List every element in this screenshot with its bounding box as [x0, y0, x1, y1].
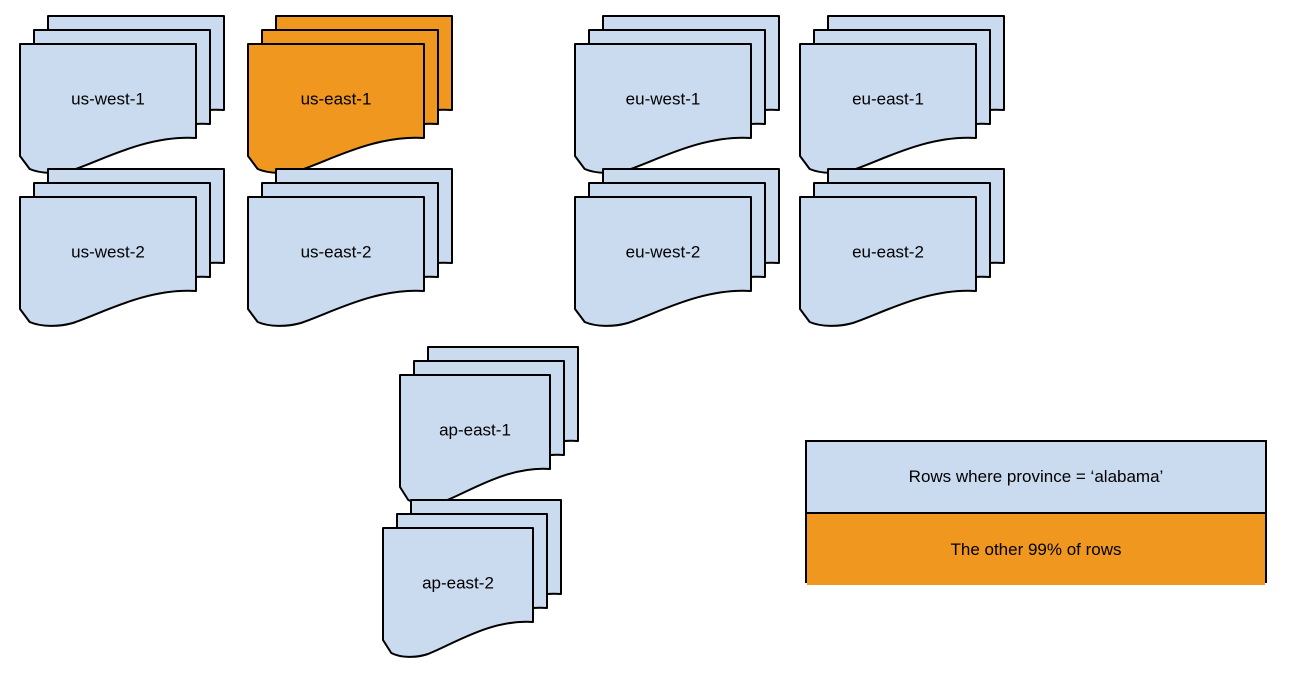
document-stack-graphic-us-east-2: us-east-2 — [247, 168, 453, 327]
document-sheet-eu-west-2-3 — [574, 196, 752, 327]
document-stack-graphic-eu-east-2: eu-east-2 — [799, 168, 1005, 327]
legend-row-legend-blue: Rows where province = ‘alabama’ — [807, 442, 1265, 514]
legend-label-legend-blue: Rows where province = ‘alabama’ — [908, 467, 1164, 486]
document-stack-ap-east-1[interactable]: ap-east-1 — [399, 346, 584, 513]
document-stack-label-eu-west-1: eu-west-1 — [626, 89, 701, 108]
document-sheet-eu-west-1-3 — [574, 43, 752, 174]
document-stack-us-east-2[interactable]: us-east-2 — [247, 168, 458, 335]
document-stack-label-us-east-2: us-east-2 — [301, 242, 372, 261]
document-stack-label-ap-east-1: ap-east-1 — [439, 420, 511, 439]
document-stack-graphic-ap-east-2: ap-east-2 — [382, 499, 562, 658]
document-sheet-eu-east-1-3 — [799, 43, 977, 174]
document-stack-label-eu-east-2: eu-east-2 — [852, 242, 924, 261]
document-stack-graphic-eu-west-2: eu-west-2 — [574, 168, 780, 327]
document-stack-label-eu-east-1: eu-east-1 — [852, 89, 924, 108]
document-sheet-ap-east-1-3 — [399, 374, 551, 505]
document-stack-graphic-us-west-1: us-west-1 — [19, 15, 225, 174]
document-stack-graphic-us-east-1: us-east-1 — [247, 15, 453, 174]
document-stack-us-east-1[interactable]: us-east-1 — [247, 15, 458, 182]
legend: Rows where province = ‘alabama’ The other… — [805, 440, 1267, 585]
document-stack-eu-east-2[interactable]: eu-east-2 — [799, 168, 1010, 335]
document-sheet-us-east-1-3 — [247, 43, 425, 174]
legend-row-legend-orange: The other 99% of rows — [807, 514, 1265, 585]
legend-label-legend-orange: The other 99% of rows — [950, 539, 1122, 559]
document-sheet-us-east-2-3 — [247, 196, 425, 327]
document-stack-eu-east-1[interactable]: eu-east-1 — [799, 15, 1010, 182]
document-sheet-ap-east-2-3 — [382, 527, 534, 658]
document-stack-us-west-1[interactable]: us-west-1 — [19, 15, 230, 182]
document-stack-label-eu-west-2: eu-west-2 — [626, 242, 701, 261]
document-stack-eu-west-2[interactable]: eu-west-2 — [574, 168, 785, 335]
document-stack-label-ap-east-2: ap-east-2 — [422, 573, 494, 592]
document-stack-graphic-us-west-2: us-west-2 — [19, 168, 225, 327]
document-stack-us-west-2[interactable]: us-west-2 — [19, 168, 230, 335]
document-sheet-us-west-1-3 — [19, 43, 197, 174]
document-stack-label-us-east-1: us-east-1 — [301, 89, 372, 108]
document-stack-label-us-west-2: us-west-2 — [71, 242, 145, 261]
document-stack-graphic-ap-east-1: ap-east-1 — [399, 346, 579, 505]
document-stack-graphic-eu-west-1: eu-west-1 — [574, 15, 780, 174]
document-stack-ap-east-2[interactable]: ap-east-2 — [382, 499, 567, 666]
document-stack-graphic-eu-east-1: eu-east-1 — [799, 15, 1005, 174]
document-stack-eu-west-1[interactable]: eu-west-1 — [574, 15, 785, 182]
document-sheet-eu-east-2-3 — [799, 196, 977, 327]
document-stack-label-us-west-1: us-west-1 — [71, 89, 145, 108]
document-sheet-us-west-2-3 — [19, 196, 197, 327]
